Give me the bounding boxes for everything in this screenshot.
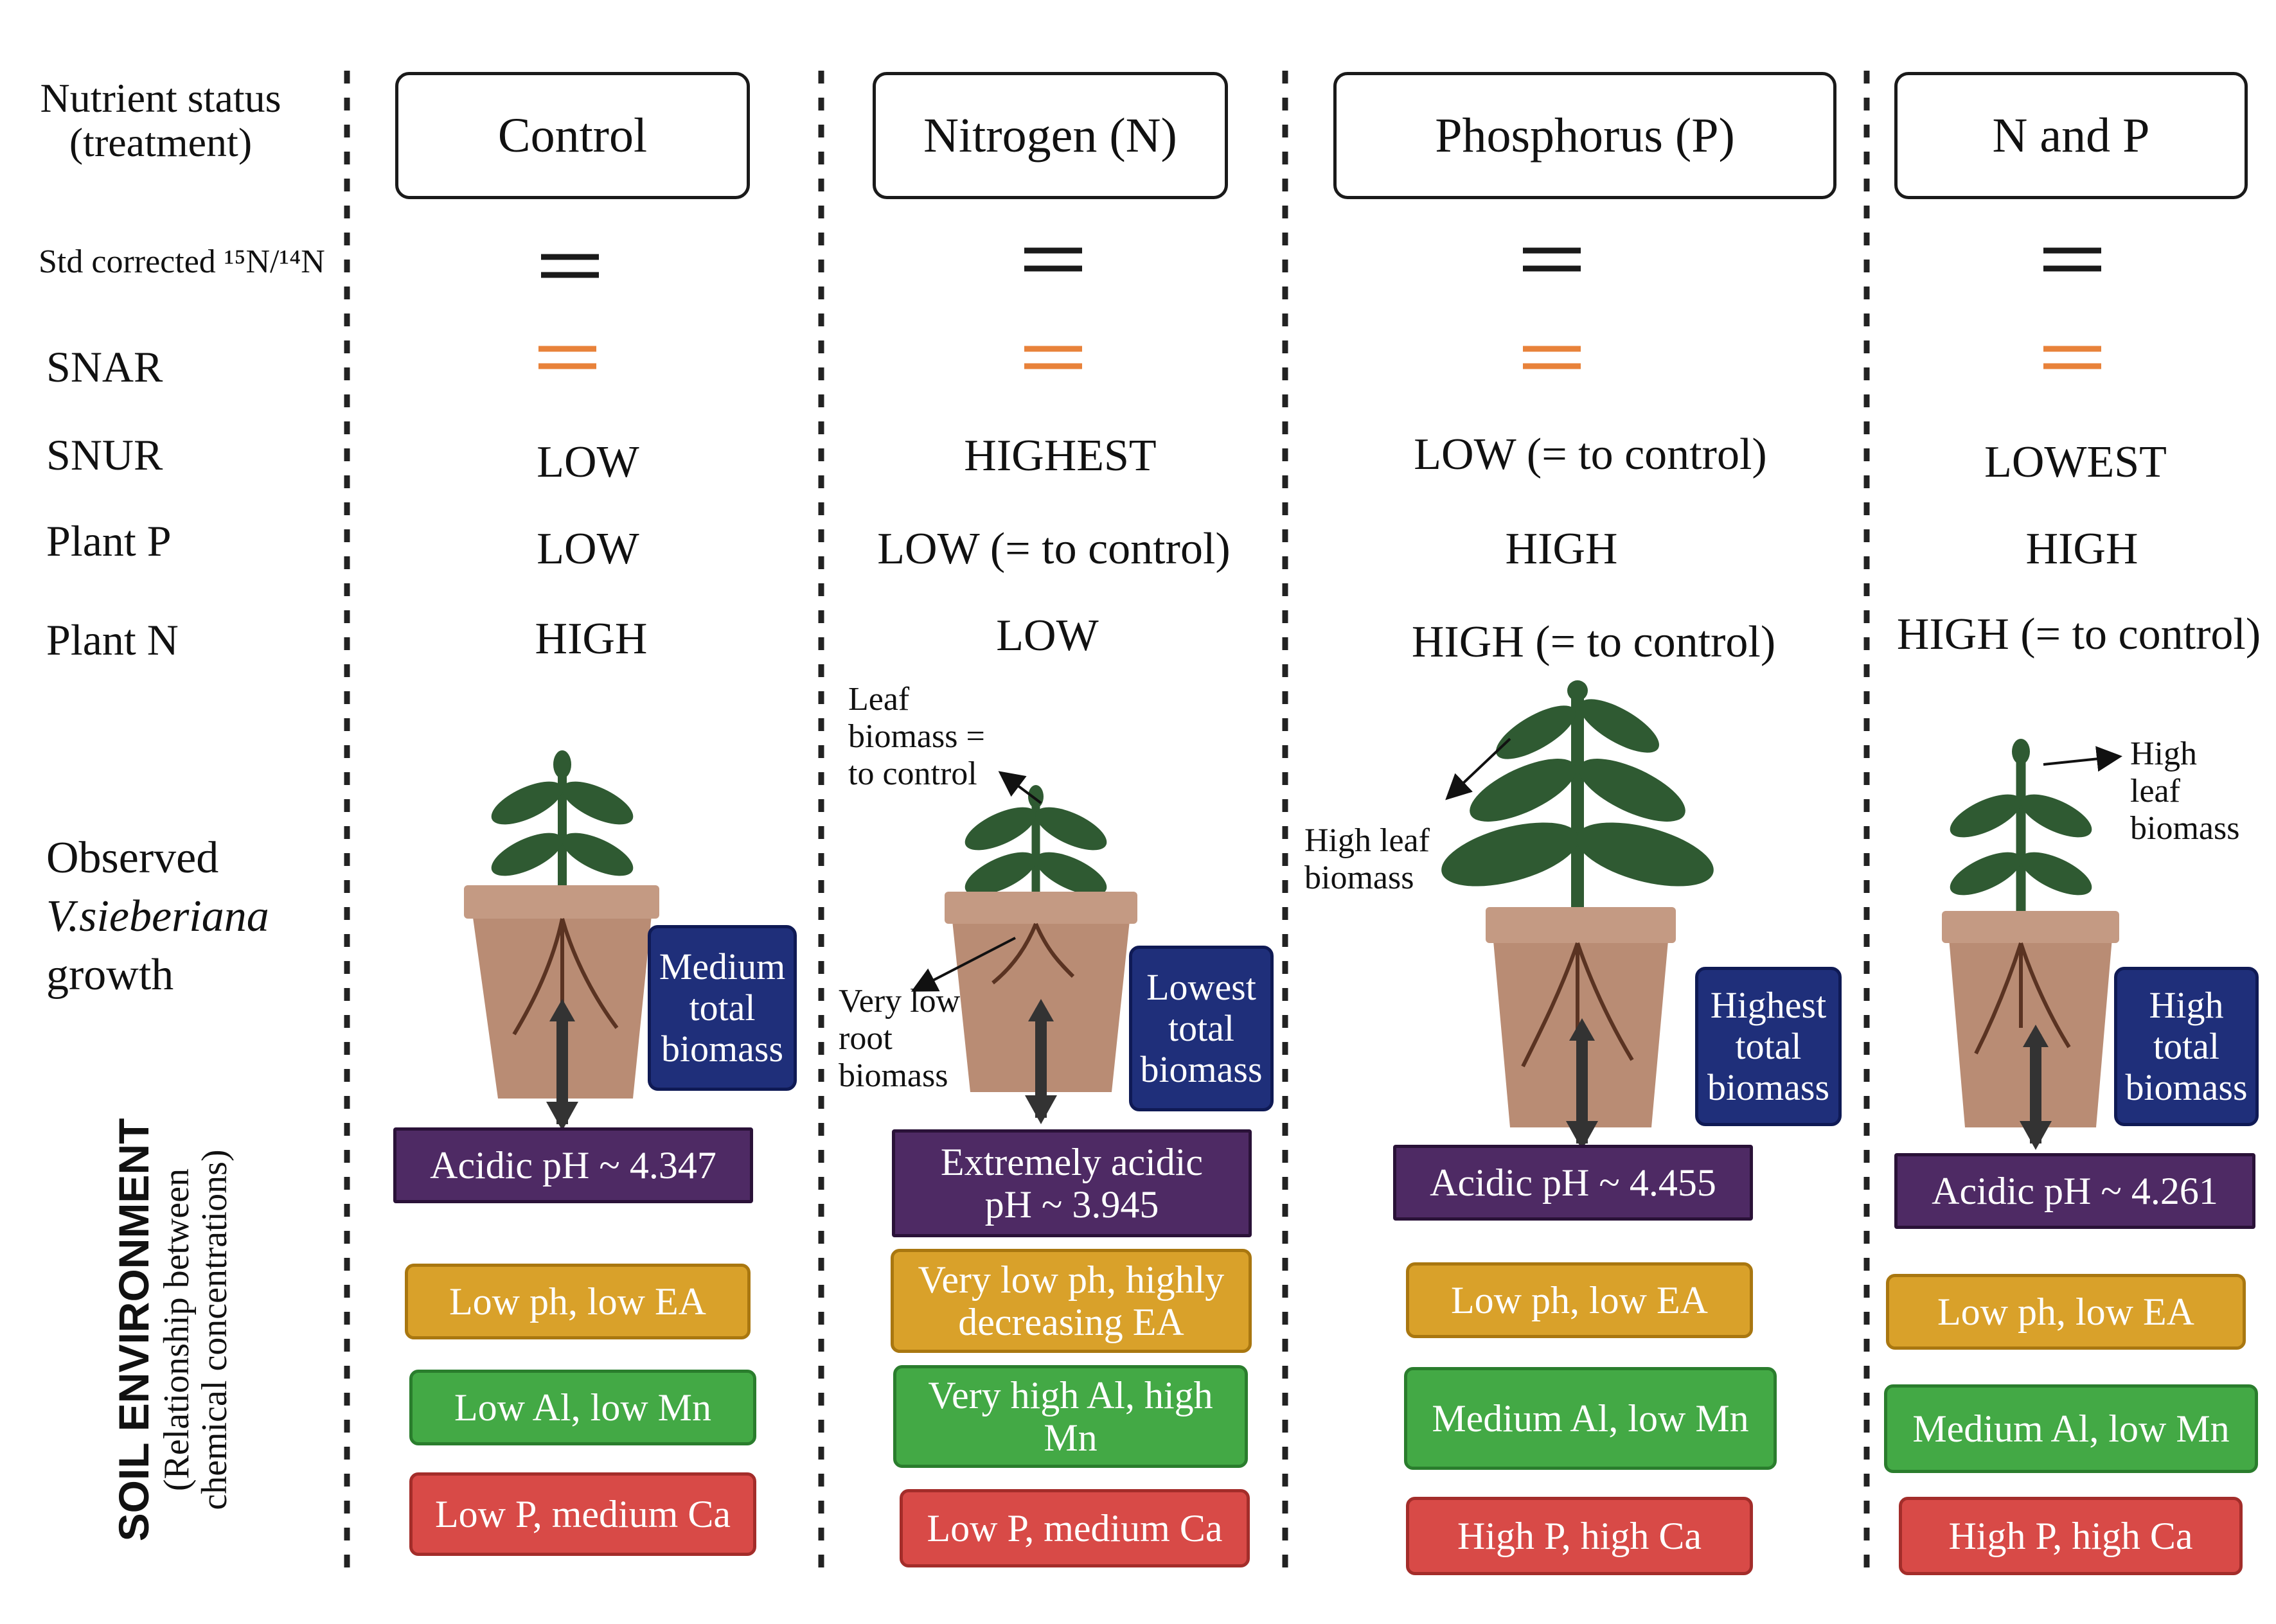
row-label-snar: SNAR <box>46 342 163 391</box>
row-label-observed-line3: growth <box>46 950 174 1000</box>
leaf-note-phosphorus: High leaf biomass <box>1304 822 1430 897</box>
ph-box-nitrogen: Extremely acidic pH ~ 3.945 <box>892 1129 1252 1237</box>
plant-n-nitrogen: LOW <box>996 611 1099 660</box>
soil-environment-title: SOIL ENVIRONMENT <box>110 1118 157 1542</box>
root-note-arrow <box>911 937 1016 992</box>
ea-box-nitrogen: Very low ph, highly decreasing EA <box>891 1249 1252 1353</box>
ea-box-control: Low ph, low EA <box>405 1264 751 1339</box>
plant-p-nitrogen: LOW (= to control) <box>877 524 1231 574</box>
snur-nitrogen: HIGHEST <box>964 431 1157 481</box>
plant-n-control: HIGH <box>535 614 648 664</box>
row-label-std-corrected: Std corrected ¹⁵N/¹⁴N <box>39 243 325 280</box>
ph-box-n-and-p: Acidic pH ~ 4.261 <box>1894 1153 2255 1229</box>
treatment-header-phosphorus: Phosphorus (P) <box>1333 72 1836 199</box>
p-ca-box-n-and-p: High P, high Ca <box>1899 1497 2243 1575</box>
ea-box-phosphorus: Low ph, low EA <box>1406 1262 1753 1338</box>
leaf-note-arrow <box>998 771 1042 804</box>
root-note-nitrogen: Very low root biomass <box>839 983 961 1095</box>
leaf-note-n-and-p: High leaf biomass <box>2130 736 2240 847</box>
plant-control-illustration <box>464 750 659 1131</box>
plant-n-and-p-illustration <box>1942 739 2122 1150</box>
biomass-badge-nitrogen: Lowest total biomass <box>1129 946 1274 1111</box>
treatment-header-control: Control <box>395 72 750 199</box>
row-label-plant-p: Plant P <box>46 516 172 565</box>
al-mn-box-n-and-p: Medium Al, low Mn <box>1884 1384 2258 1473</box>
column-dividers <box>344 71 1870 1580</box>
snur-phosphorus: LOW (= to control) <box>1414 430 1767 479</box>
biomass-badge-phosphorus: Highest total biomass <box>1695 967 1842 1126</box>
plant-n-n-and-p: HIGH (= to control) <box>1896 610 2261 659</box>
snar-equal-signs <box>538 346 2101 369</box>
row-label-observed-line1: Observed <box>46 833 219 883</box>
plant-n-phosphorus: HIGH (= to control) <box>1411 617 1776 667</box>
al-mn-box-phosphorus: Medium Al, low Mn <box>1404 1367 1777 1470</box>
al-mn-box-control: Low Al, low Mn <box>409 1370 756 1445</box>
snur-control: LOW <box>537 437 639 487</box>
row-label-observed-species: V.sieberiana <box>46 892 269 941</box>
plant-p-phosphorus: HIGH <box>1505 524 1618 574</box>
ph-box-control: Acidic pH ~ 4.347 <box>393 1127 753 1203</box>
biomass-badge-control: Medium total biomass <box>648 925 797 1091</box>
leaf-note-nitrogen: Leaf biomass = to control <box>848 681 985 793</box>
p-ca-box-control: Low P, medium Ca <box>409 1472 756 1556</box>
treatment-header-nitrogen: Nitrogen (N) <box>873 72 1228 199</box>
row-label-plant-n: Plant N <box>46 615 179 664</box>
plant-p-control: LOW <box>537 524 639 574</box>
plant-p-n-and-p: HIGH <box>2025 524 2138 574</box>
soil-environment-label: SOIL ENVIRONMENT (Relationship between c… <box>109 1111 235 1548</box>
leaf-note-arrow <box>1445 737 1511 800</box>
snur-n-and-p: LOWEST <box>1984 437 2167 487</box>
plant-nitrogen-illustration <box>911 771 1137 1124</box>
ea-box-n-and-p: Low ph, low EA <box>1886 1274 2246 1350</box>
row-label-observed: Observed V.sieberiana growth <box>46 829 269 1004</box>
row-label-nutrient-status: Nutrient status (treatment) <box>40 75 281 166</box>
leaf-note-arrow <box>2043 746 2122 772</box>
al-mn-box-nitrogen: Very high Al, high Mn <box>893 1365 1248 1468</box>
biomass-badge-n-and-p: High total biomass <box>2114 967 2259 1126</box>
p-ca-box-phosphorus: High P, high Ca <box>1406 1497 1753 1575</box>
ph-box-phosphorus: Acidic pH ~ 4.455 <box>1393 1145 1753 1221</box>
std-equal-signs <box>541 247 2101 278</box>
soil-environment-subtitle: (Relationship between chemical concentra… <box>157 1149 235 1510</box>
plant-phosphorus-illustration <box>1441 680 1714 1150</box>
p-ca-box-nitrogen: Low P, medium Ca <box>900 1489 1250 1567</box>
row-label-snur: SNUR <box>46 430 163 479</box>
treatment-header-n-and-p: N and P <box>1894 72 2248 199</box>
